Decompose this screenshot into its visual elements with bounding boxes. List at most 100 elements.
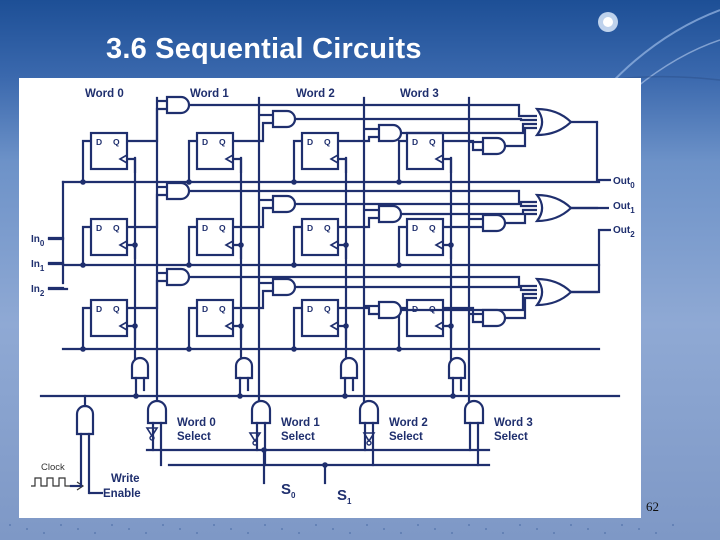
junction-dot [342,393,348,399]
junction-dot [448,242,454,248]
texture-dot [502,532,504,534]
clock-waveform [31,477,71,487]
word-label-2: Word 2 [296,88,335,100]
q-output-wire [338,306,379,316]
read-and-gate-w2-b1 [377,204,403,224]
read-and-gate-w2-b2 [377,300,403,320]
svg-text:Q: Q [429,137,436,147]
read-and-gate-w1-b1 [271,194,297,214]
and-to-or-wire [295,117,537,122]
junction-dot [238,242,244,248]
page-number: 62 [646,499,659,514]
inverter-s0-w1 [248,432,262,443]
texture-dot [332,528,334,530]
texture-dot [604,532,606,534]
texture-dot [434,528,436,530]
junction-dot [186,179,192,185]
junction-dot [448,323,454,329]
d-input-wire [187,139,197,182]
junction-dot [80,262,86,268]
junction-dot [80,346,86,352]
svg-text:Q: Q [113,137,120,147]
and-to-or-wire [401,292,537,312]
texture-dot [451,532,453,534]
texture-dot [536,528,538,530]
and-to-or-wire [505,212,537,225]
texture-dot [162,524,164,526]
q-output-wire [233,121,273,143]
texture-dot [468,524,470,526]
d-input-wire [397,225,407,265]
word-label-3: Word 3 [400,88,439,100]
texture-dot [213,524,215,526]
decoder-and-gate-1 [250,399,272,425]
texture-dot [570,524,572,526]
texture-dot [264,524,266,526]
clock-wire [127,157,137,173]
clock-wire [233,157,243,173]
texture-dot [26,528,28,530]
texture-dot [383,528,385,530]
selector-label-s0: S0 [281,481,296,500]
junction-dot [396,262,402,268]
and-to-or-wire [295,285,537,292]
d-input-wire [292,139,302,182]
select-label-line2-2: Select [389,431,423,443]
junction-dot [396,346,402,352]
clock-write-and-gate [75,404,95,436]
write-enable-label-line1: Write [111,473,140,485]
texture-dot [400,532,402,534]
svg-text:Q: Q [324,304,331,314]
q-output-wire [233,206,273,229]
svg-text:D: D [202,304,208,314]
read-and-gate-w2-b0 [377,123,403,143]
texture-dot [672,524,674,526]
clock-label: Clock [41,462,65,473]
texture-dot [349,532,351,534]
junction-dot [186,262,192,268]
junction-dot [132,323,138,329]
svg-text:D: D [96,304,102,314]
texture-dot [60,524,62,526]
texture-dot [281,528,283,530]
junction-dot [80,179,86,185]
input-label-1: In1 [31,259,45,273]
texture-dot [638,528,640,530]
write-and-gate-0 [130,356,150,380]
write-and-gate-2 [339,356,359,380]
q-output-wire [127,193,167,229]
and-to-or-wire [401,208,537,216]
and-to-or-wire [401,122,537,135]
inverter-bubble [366,440,372,446]
q-output-wire [127,107,167,143]
junction-dot [343,242,349,248]
decoder-and-gate-2 [358,399,380,425]
input-label-2: In2 [31,284,45,298]
texture-dot [247,532,249,534]
texture-dot [298,532,300,534]
svg-text:Q: Q [219,304,226,314]
svg-text:D: D [96,223,102,233]
output-or-gate-1 [534,193,573,223]
read-and-gate-w1-b0 [271,109,297,129]
junction-dot [186,346,192,352]
d-input-wire [187,225,197,265]
out2-wire [571,228,611,294]
junction-dot [133,393,139,399]
read-and-gate-w3-b1 [481,213,507,233]
svg-text:Q: Q [219,223,226,233]
texture-dot [519,524,521,526]
texture-dot [621,524,623,526]
output-or-gate-2 [534,277,573,307]
texture-dot [128,528,130,530]
texture-dot [417,524,419,526]
and-to-or-wire [295,202,537,208]
junction-dot [291,262,297,268]
output-label-0: Out0 [613,176,635,190]
